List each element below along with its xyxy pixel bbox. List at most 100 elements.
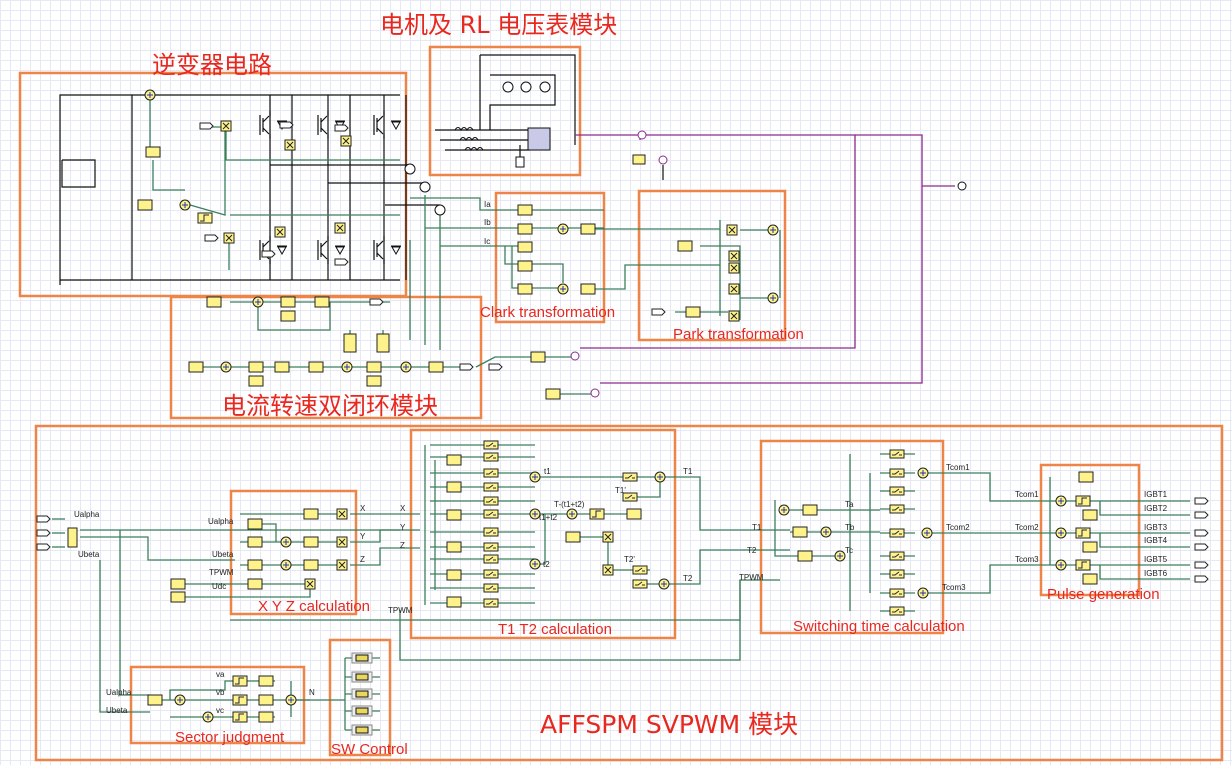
gain-block[interactable] xyxy=(303,536,319,548)
gain-block[interactable] xyxy=(147,694,163,706)
gain-block[interactable] xyxy=(170,578,186,590)
summer-block[interactable] xyxy=(1055,495,1067,507)
summer-block[interactable] xyxy=(529,471,541,483)
switch-block[interactable] xyxy=(483,482,499,492)
igbt-switch[interactable] xyxy=(317,236,345,264)
summer-block[interactable] xyxy=(529,558,541,570)
gain-block[interactable] xyxy=(247,559,263,571)
io-port[interactable] xyxy=(1194,543,1209,551)
switch-block[interactable] xyxy=(889,468,905,478)
igbt-switch[interactable] xyxy=(373,111,401,139)
summer-block[interactable] xyxy=(917,467,929,479)
gain-block[interactable] xyxy=(314,296,330,308)
summer-block[interactable] xyxy=(285,694,297,706)
summer-block[interactable] xyxy=(917,587,929,599)
multiplier-block[interactable] xyxy=(728,310,740,322)
summer-block[interactable] xyxy=(557,223,569,235)
gain-block[interactable] xyxy=(303,559,319,571)
multiplier-block[interactable] xyxy=(602,564,614,576)
gain-block[interactable] xyxy=(247,578,263,590)
summer-block[interactable] xyxy=(658,578,670,590)
switch-block[interactable] xyxy=(889,606,905,616)
switch-block[interactable] xyxy=(483,452,499,462)
multiplier-block[interactable] xyxy=(728,250,740,262)
switch-block[interactable] xyxy=(632,565,648,575)
gain-block[interactable] xyxy=(517,204,533,216)
summer-block[interactable] xyxy=(767,224,779,236)
module-svpwm[interactable] xyxy=(34,424,1224,762)
gain-block[interactable] xyxy=(626,508,642,520)
comparator-block[interactable] xyxy=(197,212,213,224)
gain-block[interactable] xyxy=(248,361,264,373)
summer-block[interactable] xyxy=(179,199,191,211)
io-port[interactable] xyxy=(459,363,474,371)
summer-block[interactable] xyxy=(1055,527,1067,539)
switch-block[interactable] xyxy=(483,569,499,579)
summer-block[interactable] xyxy=(280,559,292,571)
gain-block[interactable] xyxy=(580,283,596,295)
gain-block[interactable] xyxy=(802,504,818,516)
switch-block[interactable] xyxy=(622,472,638,482)
module-pulse[interactable] xyxy=(1039,463,1141,597)
io-port[interactable] xyxy=(1194,561,1209,569)
gain-block[interactable] xyxy=(446,454,462,466)
multiplier-block[interactable] xyxy=(274,226,286,238)
switch-block[interactable] xyxy=(889,588,905,598)
multiplier-block[interactable] xyxy=(304,578,316,590)
switch-block[interactable] xyxy=(483,440,499,450)
sw-control-block[interactable] xyxy=(351,705,373,717)
multiplier-block[interactable] xyxy=(284,139,296,151)
io-port[interactable] xyxy=(204,234,219,242)
gain-block[interactable] xyxy=(137,199,153,211)
gain-block[interactable] xyxy=(366,375,382,387)
gain-block[interactable] xyxy=(517,283,533,295)
multiplier-block[interactable] xyxy=(223,232,235,244)
comparator-block[interactable] xyxy=(232,711,248,723)
gain-block[interactable] xyxy=(797,550,813,562)
summer-block[interactable] xyxy=(144,89,156,101)
io-port[interactable] xyxy=(334,258,349,266)
summer-block[interactable] xyxy=(767,292,779,304)
io-port[interactable] xyxy=(334,124,349,132)
gain-block[interactable] xyxy=(145,146,161,158)
switch-block[interactable] xyxy=(889,504,905,514)
summer-block[interactable] xyxy=(778,504,790,516)
gain-block[interactable] xyxy=(258,675,274,687)
gain-block[interactable] xyxy=(308,361,324,373)
gain-block[interactable] xyxy=(565,531,581,543)
multiplier-block[interactable] xyxy=(602,531,614,543)
sw-control-block[interactable] xyxy=(351,688,373,700)
switch-block[interactable] xyxy=(483,583,499,593)
io-port[interactable] xyxy=(261,250,276,258)
gain-block[interactable] xyxy=(1082,541,1098,553)
switch-block[interactable] xyxy=(889,528,905,538)
summer-block[interactable] xyxy=(252,296,264,308)
gain-block[interactable] xyxy=(247,518,263,530)
switch-block[interactable] xyxy=(483,554,499,564)
switch-block[interactable] xyxy=(483,542,499,552)
switch-block[interactable] xyxy=(483,598,499,608)
gain-block[interactable] xyxy=(517,241,533,253)
multiplier-block[interactable] xyxy=(728,262,740,274)
gain-block[interactable] xyxy=(366,361,382,373)
io-port[interactable] xyxy=(199,122,214,130)
gain-block[interactable] xyxy=(280,296,296,308)
switch-block[interactable] xyxy=(483,527,499,537)
switch-block[interactable] xyxy=(889,449,905,459)
switch-block[interactable] xyxy=(483,509,499,519)
switch-block[interactable] xyxy=(889,569,905,579)
gain-block[interactable] xyxy=(258,694,274,706)
comparator-block[interactable] xyxy=(232,675,248,687)
igbt-switch[interactable] xyxy=(259,236,287,264)
switch-block[interactable] xyxy=(632,579,648,589)
switch-block[interactable] xyxy=(889,551,905,561)
switch-block[interactable] xyxy=(889,486,905,496)
gain-block[interactable] xyxy=(428,361,444,373)
gain-block[interactable] xyxy=(446,509,462,521)
summer-block[interactable] xyxy=(174,694,186,706)
multiplier-block[interactable] xyxy=(334,222,346,234)
switch-block[interactable] xyxy=(483,468,499,478)
multiplier-block[interactable] xyxy=(336,508,348,520)
summer-block[interactable] xyxy=(820,526,832,538)
